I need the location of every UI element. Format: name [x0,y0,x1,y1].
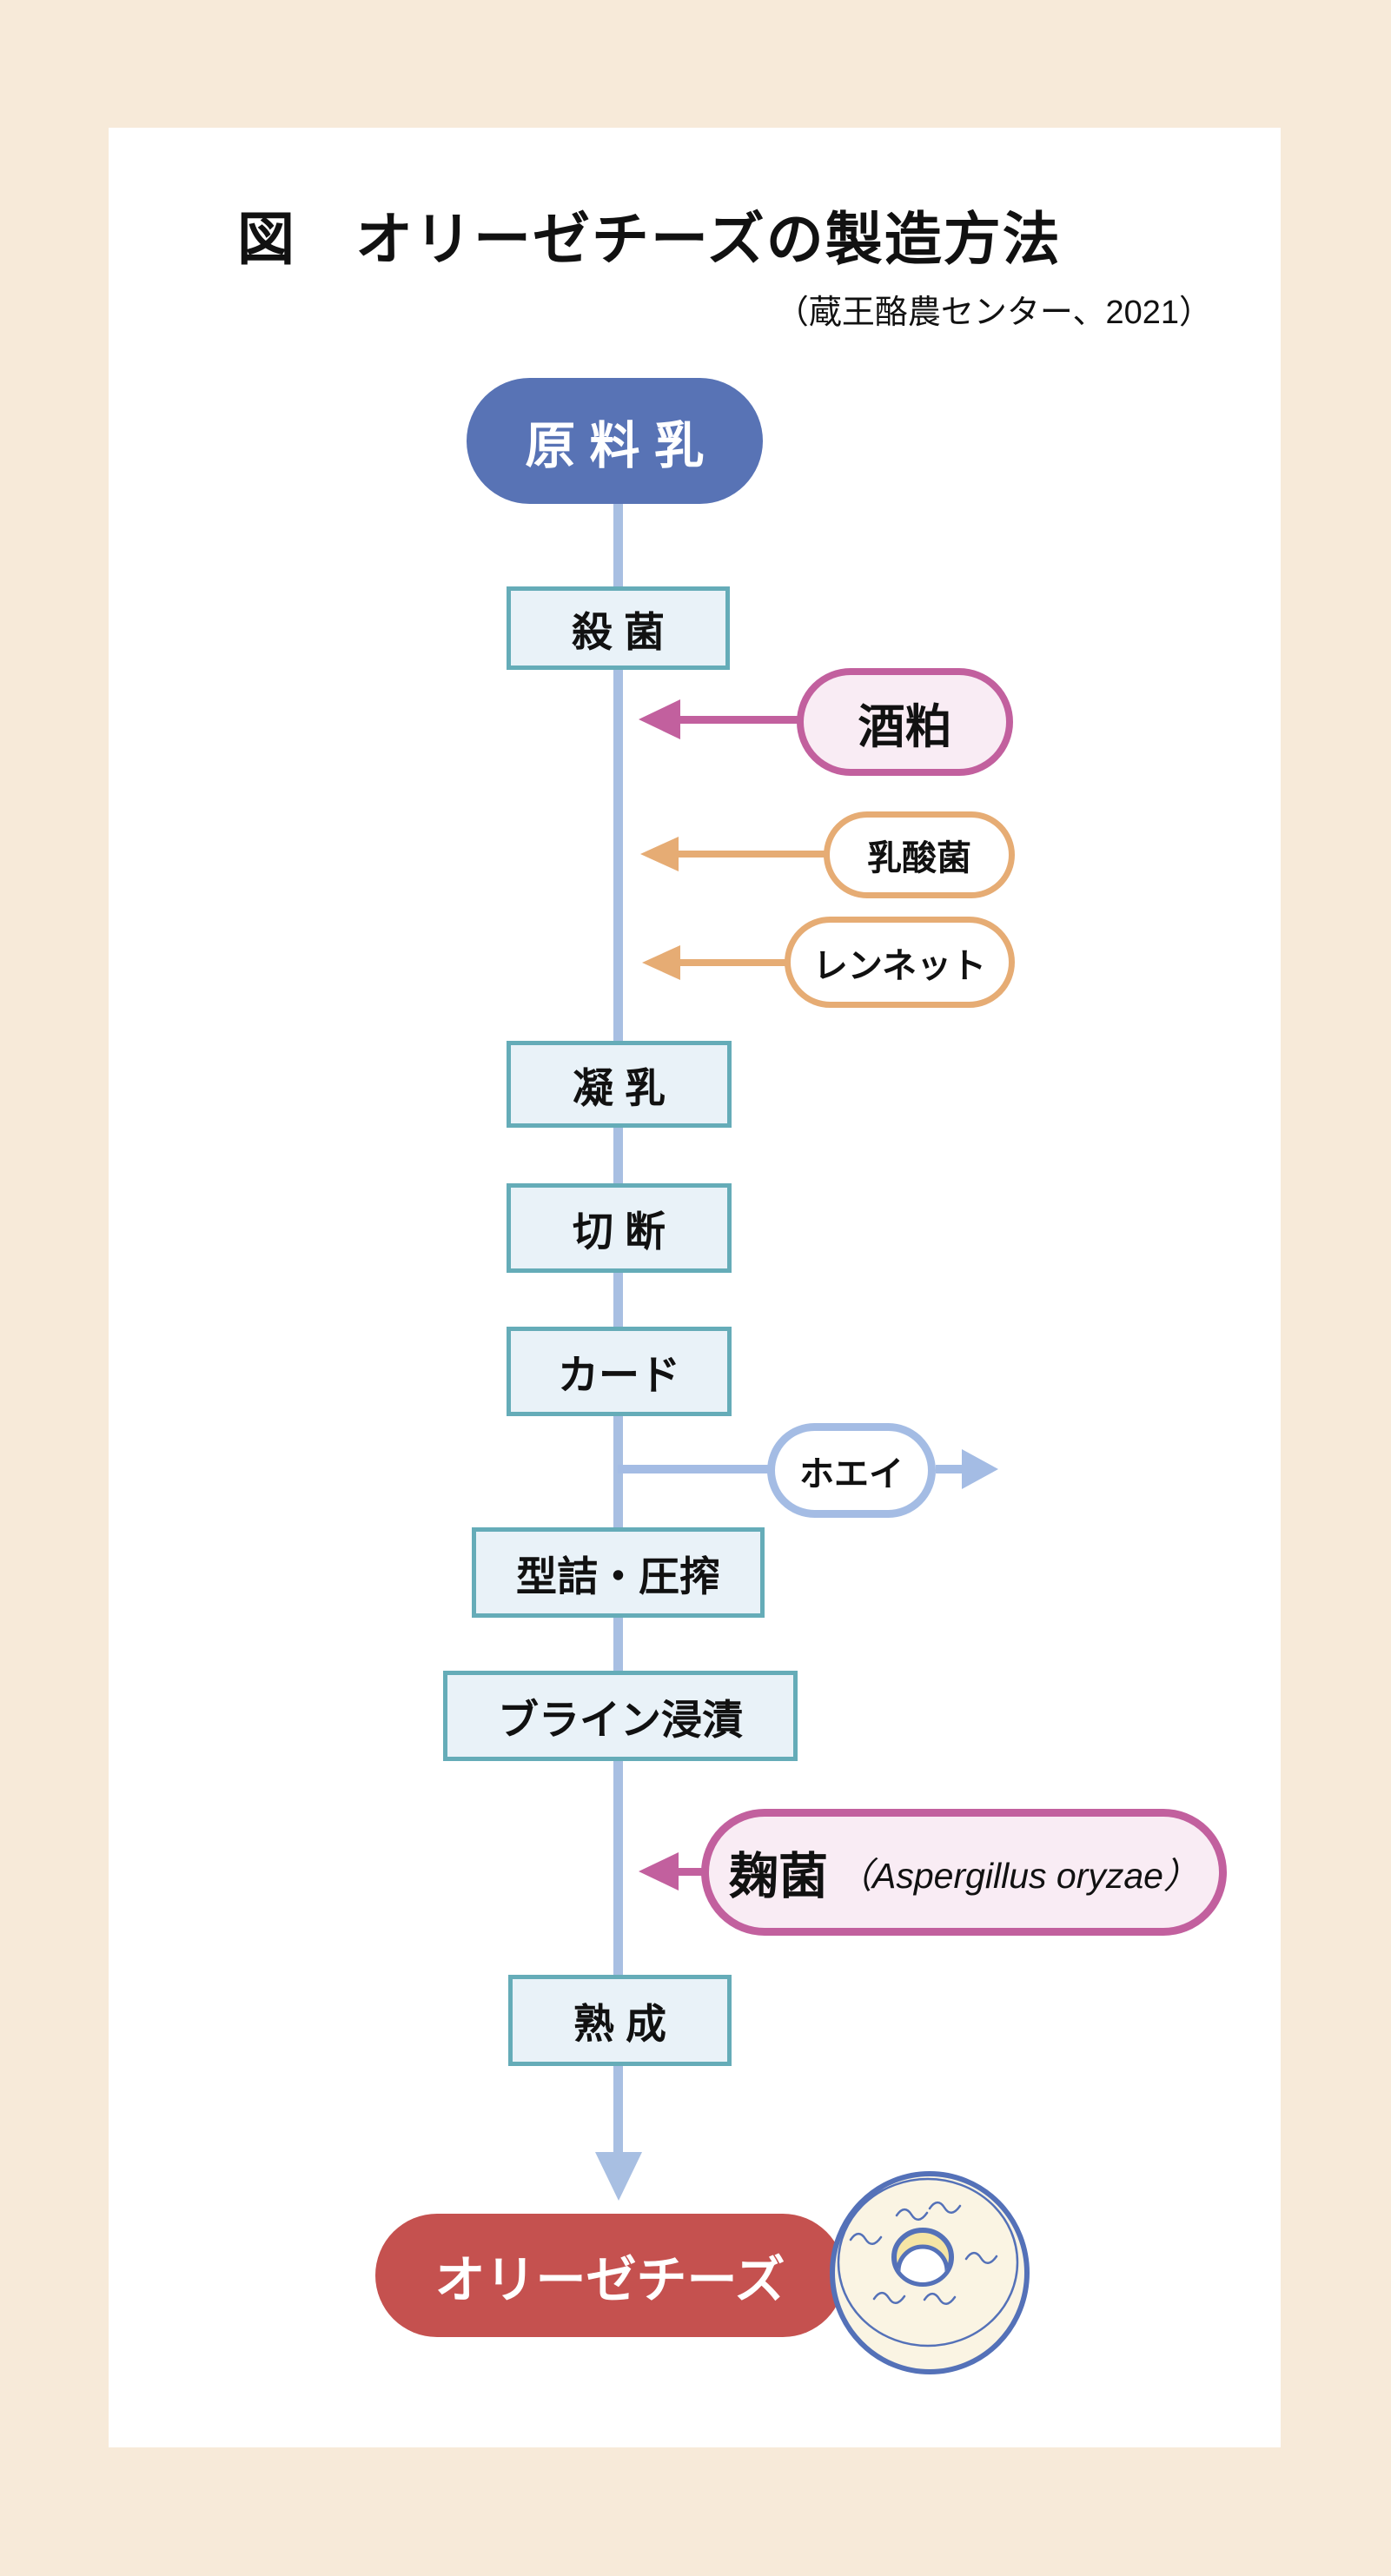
connector-whey [618,1465,774,1473]
connector-lactic-acid-bacteria [673,851,834,858]
callout-rennet: レンネット [785,917,1015,1008]
arrow-right-icon [962,1449,998,1489]
figure-title: 図 オリーゼチーズの製造方法 [237,207,1062,271]
arrow-left-icon [642,945,680,980]
step-box-ripening: 熟 成 [508,1975,732,2066]
node-oryzae-cheese: オリーゼチーズ [375,2214,845,2337]
step-box-cutting: 切 断 [507,1183,732,1273]
step-box-sterilization: 殺 菌 [507,586,730,670]
step-box-molding-pressing: 型詰・圧搾 [472,1527,765,1618]
source-citation: （蔵王酪農センター、2021） [775,295,1212,331]
connector-koji-mold [673,1868,712,1876]
callout-koji-mold: 麹菌 （Aspergillus oryzae） [701,1809,1227,1936]
arrow-left-icon [639,1852,679,1891]
cheese-wheel-icon [830,2171,1030,2374]
callout-lactic-acid-bacteria: 乳酸菌 [824,811,1015,898]
arrow-left-icon [640,837,679,871]
main-flow-line [613,491,623,2155]
koji-mold-latin-name: （Aspergillus oryzae） [837,1856,1199,1896]
step-box-brine-soaking: ブライン浸漬 [443,1671,798,1761]
node-raw-milk: 原 料 乳 [467,378,763,504]
callout-whey: ホエイ [767,1423,936,1518]
arrow-down-icon [595,2152,642,2201]
koji-mold-label: 麹菌 [729,1849,828,1904]
connector-sake-lees [673,716,804,724]
connector-rennet [675,959,792,966]
step-box-curdling: 凝 乳 [507,1041,732,1128]
connector-whey-out [936,1465,969,1473]
callout-sake-lees: 酒粕 [797,668,1013,776]
step-box-curd: カード [507,1327,732,1416]
